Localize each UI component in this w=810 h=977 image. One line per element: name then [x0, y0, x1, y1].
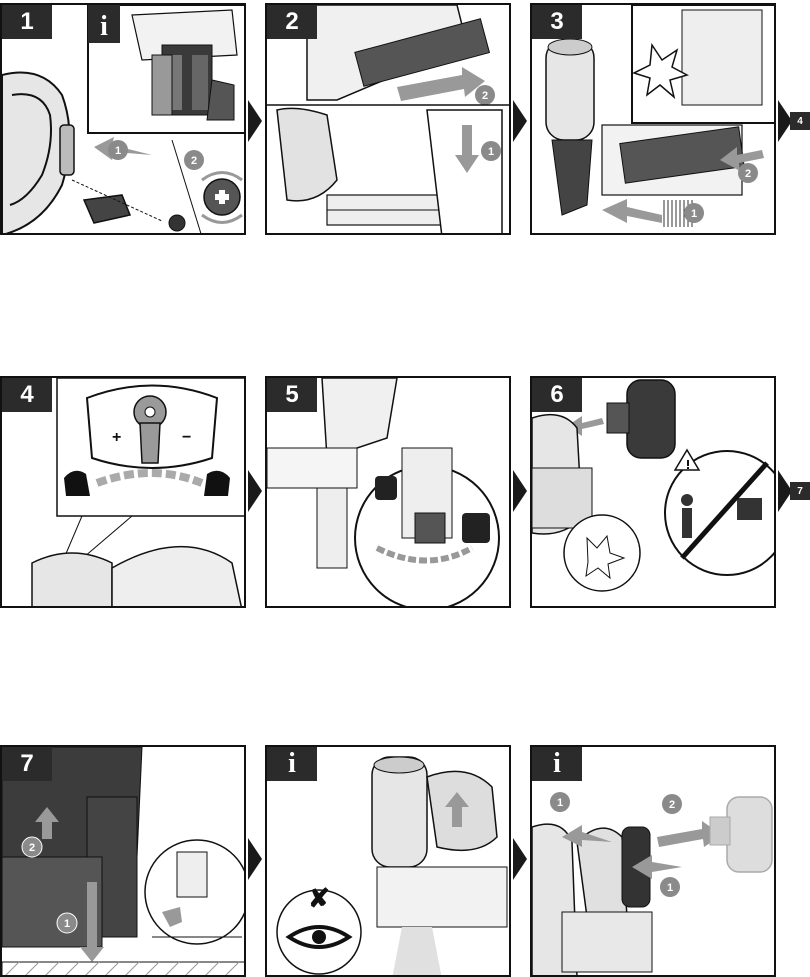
step-2-illustration: 2 1	[267, 5, 511, 235]
flexed-arm-icon	[204, 471, 230, 496]
nail-depth-icon	[375, 476, 397, 500]
callout-number: 1	[64, 918, 70, 930]
step-number-badge: 3	[532, 5, 582, 39]
right-pointer-arrow	[248, 100, 262, 142]
step-number-badge: 4	[2, 378, 52, 412]
right-pointer-arrow	[248, 838, 262, 880]
step-number-badge: 7	[2, 747, 52, 781]
step-number-badge: 5	[267, 378, 317, 412]
right-pointer-arrow	[513, 100, 527, 142]
callout-number: 2	[745, 168, 751, 180]
step-5-illustration	[267, 378, 511, 608]
step-3-illustration: 2 1	[532, 5, 776, 235]
callout-number: 2	[482, 90, 488, 102]
info-badge: i	[267, 747, 317, 781]
step-number-badge: 1	[2, 5, 52, 39]
right-pointer-arrow	[513, 838, 527, 880]
step-panel-7: 7 2 1	[0, 745, 246, 977]
info-panel-2: i 1 2 1	[530, 745, 776, 977]
nail-depth-icon	[462, 513, 490, 543]
step-panel-5: 5	[265, 376, 511, 608]
step-4-illustration: + −	[2, 378, 246, 608]
step-1-illustration: 1 2 i	[2, 5, 246, 235]
step-number-badge: 2	[267, 5, 317, 39]
step-panel-1: 1 1 2 i	[0, 3, 246, 235]
callout-number: 2	[29, 842, 35, 854]
callout-number: 2	[669, 799, 675, 811]
svg-text:−: −	[182, 429, 191, 446]
eye-icon	[289, 927, 349, 947]
callout-number: 1	[488, 146, 494, 158]
svg-text:+: +	[112, 429, 121, 446]
step-panel-3: 3 2 1	[530, 3, 776, 235]
callout-number: 1	[691, 208, 697, 220]
info-panel-1: i ✘	[265, 745, 511, 977]
info-2-illustration: 1 2 1	[532, 747, 776, 977]
step-7-illustration: 2 1	[2, 747, 246, 977]
step-panel-4: 4 + −	[0, 376, 246, 608]
callout-number: 2	[191, 155, 197, 167]
callout-number: 1	[667, 882, 673, 894]
right-pointer-arrow	[248, 470, 262, 512]
right-pointer-arrow	[513, 470, 527, 512]
cross-mark-icon: ✘	[308, 883, 330, 913]
step-panel-2: 2 2 1	[265, 3, 511, 235]
step-number-badge: 6	[532, 378, 582, 412]
info-1-illustration: ✘	[267, 747, 511, 977]
flexed-arm-icon	[64, 471, 90, 496]
callout-number: 1	[115, 145, 121, 157]
step-panel-6: 6	[530, 376, 776, 608]
info-badge: i	[532, 747, 582, 781]
page-reference-badge: 7	[790, 482, 810, 500]
callout-number: 1	[557, 797, 563, 809]
step-6-illustration	[532, 378, 776, 608]
page-reference-badge: 4	[790, 112, 810, 130]
inset-info-badge: i	[100, 11, 108, 42]
